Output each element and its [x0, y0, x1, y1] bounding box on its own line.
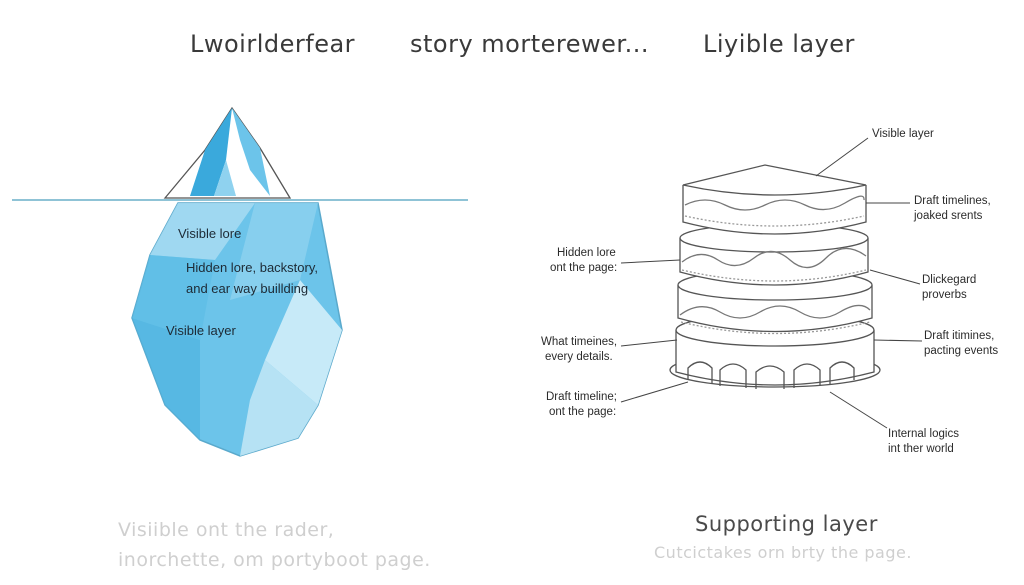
- cake-caption-sub: Cutcictakes orn brty the page.: [654, 543, 912, 562]
- cake-caption-title: Supporting layer: [695, 512, 878, 536]
- cake-top-surface: [682, 164, 867, 196]
- ice-facet: [265, 280, 342, 405]
- cake-label-l3-line1: Dlickegard: [922, 274, 977, 286]
- iceberg-illustration: [12, 106, 468, 457]
- cake-label-l3-line2: proverbs: [922, 289, 967, 301]
- iceberg-label-hidden-line2: and ear way buillding: [186, 281, 309, 296]
- cake-left-label-a-line1: Hidden lore: [557, 247, 616, 259]
- center-title: story morterewer...: [410, 30, 649, 58]
- cake-label-l5-line2: int ther world: [888, 443, 954, 455]
- iceberg-label-hidden-line1: Hidden lore, backstory,: [186, 260, 318, 275]
- cake-left-label-c-line2: ont the page:: [549, 406, 617, 418]
- iceberg-caption-line1: Visiible ont the rader,: [118, 519, 335, 541]
- iceberg-caption: Visiible ont the rader, inorchette, om p…: [118, 515, 431, 575]
- leader-lines: [620, 137, 923, 429]
- layer-4-arches: [687, 361, 855, 389]
- ice-facet: [132, 318, 200, 440]
- iceberg-label-visible-layer: Visible layer: [166, 323, 236, 338]
- cake-label-l4-line1: Draft itimines,: [924, 330, 995, 342]
- cake-left-label-a-line2: ont the page:: [550, 262, 618, 274]
- ice-facet: [150, 203, 255, 260]
- cake-label-l2-line1: Draft timelines,: [914, 195, 991, 207]
- tip-shade: [214, 160, 236, 196]
- ice-facet: [240, 360, 318, 456]
- tip-shade: [232, 108, 270, 196]
- cake-left-label-b-line1: What timeines,: [541, 336, 618, 348]
- cake-left-label-c-line1: Draft timeline;: [546, 391, 617, 403]
- cake-label-l2-line2: joaked srents: [914, 210, 983, 222]
- cake-label-top: Visible layer: [872, 128, 934, 140]
- cake-label-l4-line2: pacting events: [924, 345, 999, 357]
- left-title: Lwoirlderfear: [190, 30, 356, 58]
- layer-stack-illustration: [669, 164, 881, 389]
- ice-facet: [230, 203, 318, 300]
- cake-layer-1: [682, 185, 867, 235]
- cake-left-label-b-line2: every details.: [545, 351, 613, 363]
- cake-label-l5-line1: Internal logics: [888, 428, 959, 440]
- iceberg-caption-line2: inorchette, om portyboot page.: [118, 549, 431, 571]
- ice-facet: [132, 255, 215, 340]
- right-title: Liyible layer: [703, 30, 855, 58]
- tip-shade: [190, 108, 232, 196]
- iceberg-label-visible-lore: Visible lore: [178, 226, 242, 241]
